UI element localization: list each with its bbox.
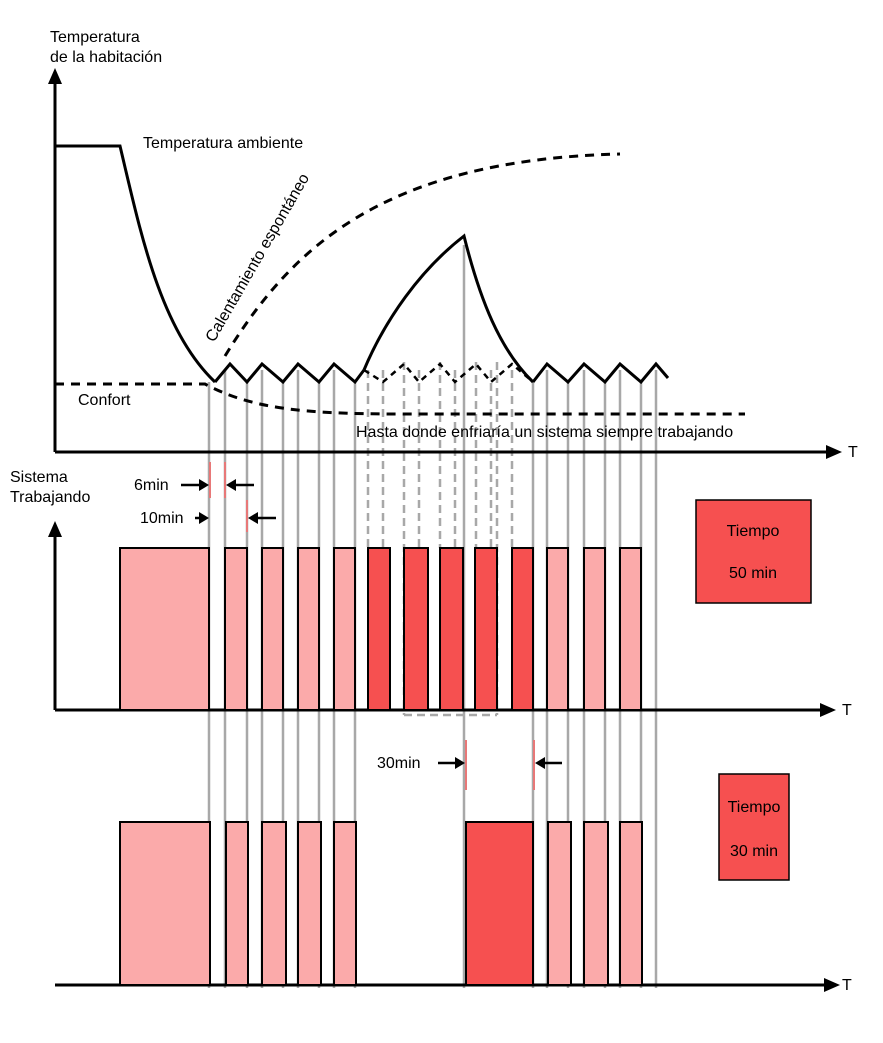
arrow-30min-left: [438, 757, 465, 769]
ambient-temperature-curve: [55, 144, 217, 384]
top-y-arrow: [48, 68, 62, 84]
arrow-10min-left: [195, 512, 209, 524]
middle-y-arrow: [48, 521, 62, 537]
arrow-10min-right: [248, 512, 276, 524]
guide-lines-dashed: [366, 362, 514, 717]
time-box-30: [718, 773, 790, 881]
top-x-arrow: [826, 445, 842, 459]
bottom-bar-9: [619, 821, 643, 986]
bottom-x-label: T: [842, 977, 852, 994]
bottom-bar-6: [465, 821, 534, 986]
arrow-30min-right: [535, 757, 562, 769]
middle-y-label-2: Trabajando: [10, 489, 90, 506]
bottom-bar-5: [333, 821, 357, 986]
top-y-label-1: Temperatura: [50, 29, 140, 46]
middle-bar-13: [619, 547, 642, 711]
middle-x-arrow: [820, 703, 836, 717]
ambient-label: Temperatura ambiente: [143, 135, 303, 152]
middle-bar-5: [333, 547, 356, 711]
middle-bar-6: [367, 547, 391, 711]
time-box-50: [695, 499, 812, 604]
middle-bar-7: [403, 547, 429, 711]
middle-bar-4: [297, 547, 320, 711]
comfort-line: [55, 382, 745, 416]
bottom-bar-7: [547, 821, 572, 986]
arrow-6min-right: [226, 479, 254, 491]
bottom-chart: 30min T Tiempo 30 min: [55, 740, 852, 994]
dashed-sawtooth: [363, 362, 534, 384]
middle-y-label-1: Sistema: [10, 469, 68, 486]
bottom-x-arrow: [824, 978, 840, 992]
time-box-50-line1: Tiempo: [727, 523, 780, 540]
middle-bar-11: [546, 547, 569, 711]
middle-bar-3: [261, 547, 284, 711]
middle-bar-12: [583, 547, 606, 711]
heating-hump-curve: [362, 233, 535, 384]
middle-x-label: T: [842, 702, 852, 719]
bottom-bar-3: [261, 821, 287, 986]
top-y-label-2: de la habitación: [50, 49, 162, 66]
continuous-label: Hasta donde enfriaría un sistema siempre…: [356, 424, 733, 441]
interval-10min-label: 10min: [140, 510, 184, 527]
middle-chart: Sistema Trabajando 6min 10min T Tiempo 5…: [10, 462, 852, 719]
spontaneous-label: Calentamiento espontáneo: [203, 171, 313, 345]
bottom-bar-1: [119, 821, 211, 986]
arrow-6min-left: [181, 479, 209, 491]
time-box-30-line2: 30 min: [730, 843, 778, 860]
bottom-bar-2: [225, 821, 249, 986]
interval-6min-label: 6min: [134, 477, 169, 494]
middle-bar-1: [119, 547, 210, 711]
comfort-sawtooth-2: [531, 361, 670, 385]
time-box-50-line2: 50 min: [729, 565, 777, 582]
middle-bar-9: [474, 547, 498, 711]
time-box-30-line1: Tiempo: [728, 799, 781, 816]
middle-bar-2: [224, 547, 248, 711]
middle-bar-10: [511, 547, 534, 711]
middle-bar-8: [439, 547, 464, 711]
top-x-label: T: [848, 444, 858, 461]
comfort-label: Confort: [78, 392, 131, 409]
bottom-bar-8: [583, 821, 609, 986]
top-chart: Temperatura de la habitación T Temperatu…: [48, 29, 858, 461]
interval-30min-label: 30min: [377, 755, 421, 772]
spontaneous-heating-curve: [223, 152, 621, 357]
comfort-sawtooth-1: [213, 361, 366, 385]
bottom-bar-4: [297, 821, 322, 986]
